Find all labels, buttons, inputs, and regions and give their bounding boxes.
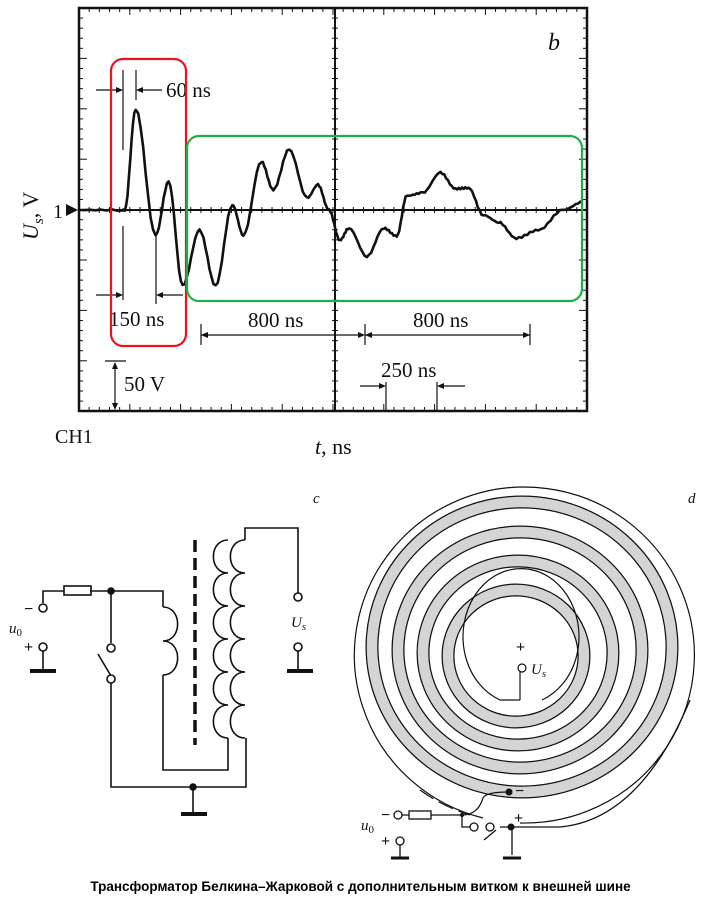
- d-us-sub: s: [542, 668, 546, 680]
- y-axis-label: Us, V: [18, 192, 47, 240]
- annotation-800ns-1: 800 ns: [248, 308, 303, 332]
- y-label-unit: , V: [18, 192, 43, 219]
- terminal-minus: [38, 603, 48, 613]
- dimension-lines: [96, 70, 531, 410]
- panel-b-label: b: [548, 30, 560, 56]
- ch1-trace: [78, 108, 584, 287]
- annotation-250ns: 250 ns: [381, 358, 436, 382]
- d-bus-minus: −: [515, 783, 524, 800]
- d-output-terminal: [517, 663, 527, 673]
- secondary-coil-outer: [229, 539, 246, 739]
- annotation-50v: 50 V: [124, 372, 165, 396]
- panel-c-circuit: [30, 527, 313, 816]
- wire-input: [42, 590, 164, 607]
- annotation-150ns: 150 ns: [109, 307, 164, 331]
- d-plus-sign: +: [381, 833, 390, 850]
- y-label-sub: s: [31, 218, 47, 224]
- dimension-arrowheads: [112, 87, 530, 410]
- oscillation-highlight: [185, 134, 584, 303]
- d-center-plus: +: [516, 639, 525, 656]
- d-source-label: u0: [361, 818, 375, 836]
- panel-c-label: c: [313, 491, 320, 507]
- figure-caption: Трансформатор Белкина–Жарковой с дополни…: [90, 879, 631, 894]
- c-output-label: Us: [291, 615, 306, 633]
- c-plus-sign: +: [24, 639, 33, 656]
- x-axis-label: t, ns: [315, 434, 352, 459]
- d-output-label: Us: [531, 662, 546, 680]
- winding-band: [442, 584, 590, 728]
- winding-band: [417, 555, 619, 751]
- annotation-800ns-2: 800 ns: [413, 308, 468, 332]
- d-us-main: U: [531, 662, 543, 678]
- channel-arrow-icon: [66, 204, 78, 216]
- channel-label: CH1: [55, 426, 93, 448]
- c-u0-main: u: [9, 621, 17, 637]
- d-bus-plus: +: [514, 810, 523, 827]
- d-u0-main: u: [361, 818, 369, 834]
- winding-band: [392, 526, 648, 774]
- channel-marker: 1: [53, 201, 63, 223]
- svg-text:Us, V: Us, V: [18, 192, 47, 240]
- panel-d-spiral: [353, 486, 695, 860]
- tick-marks: [79, 8, 587, 411]
- terminal-plus: [38, 642, 48, 652]
- c-u0-sub: 0: [17, 627, 23, 639]
- wire-output: [244, 527, 299, 593]
- panel-b-oscillogram: b Us, V 1 CH1 t, ns 60 ns 150 ns: [18, 6, 589, 459]
- y-label-main: U: [18, 222, 43, 240]
- wire-primary-return: [162, 675, 229, 771]
- output-terminal-top: [293, 592, 303, 602]
- d-u0-sub: 0: [369, 824, 375, 836]
- switch-contact-top: [106, 643, 116, 653]
- c-us-sub: s: [302, 621, 306, 633]
- switch-contact-bottom: [106, 674, 116, 684]
- d-minus-sign: −: [381, 807, 390, 824]
- c-us-main: U: [291, 615, 303, 631]
- secondary-coil-inner: [212, 539, 229, 739]
- switch-blade: [97, 653, 112, 677]
- resistor: [63, 585, 92, 596]
- spiral-windings: [365, 495, 679, 799]
- primary-coil: [162, 606, 179, 676]
- x-label-unit: , ns: [321, 434, 352, 459]
- annotation-60ns: 60 ns: [166, 78, 211, 102]
- wire-switch-ground: [110, 591, 247, 788]
- output-terminal-bottom: [293, 642, 303, 652]
- x-label-main: t: [315, 434, 322, 459]
- c-source-label: u0: [9, 621, 23, 639]
- winding-band: [366, 496, 678, 798]
- c-minus-sign: −: [24, 601, 33, 618]
- panel-d-label: d: [688, 491, 696, 507]
